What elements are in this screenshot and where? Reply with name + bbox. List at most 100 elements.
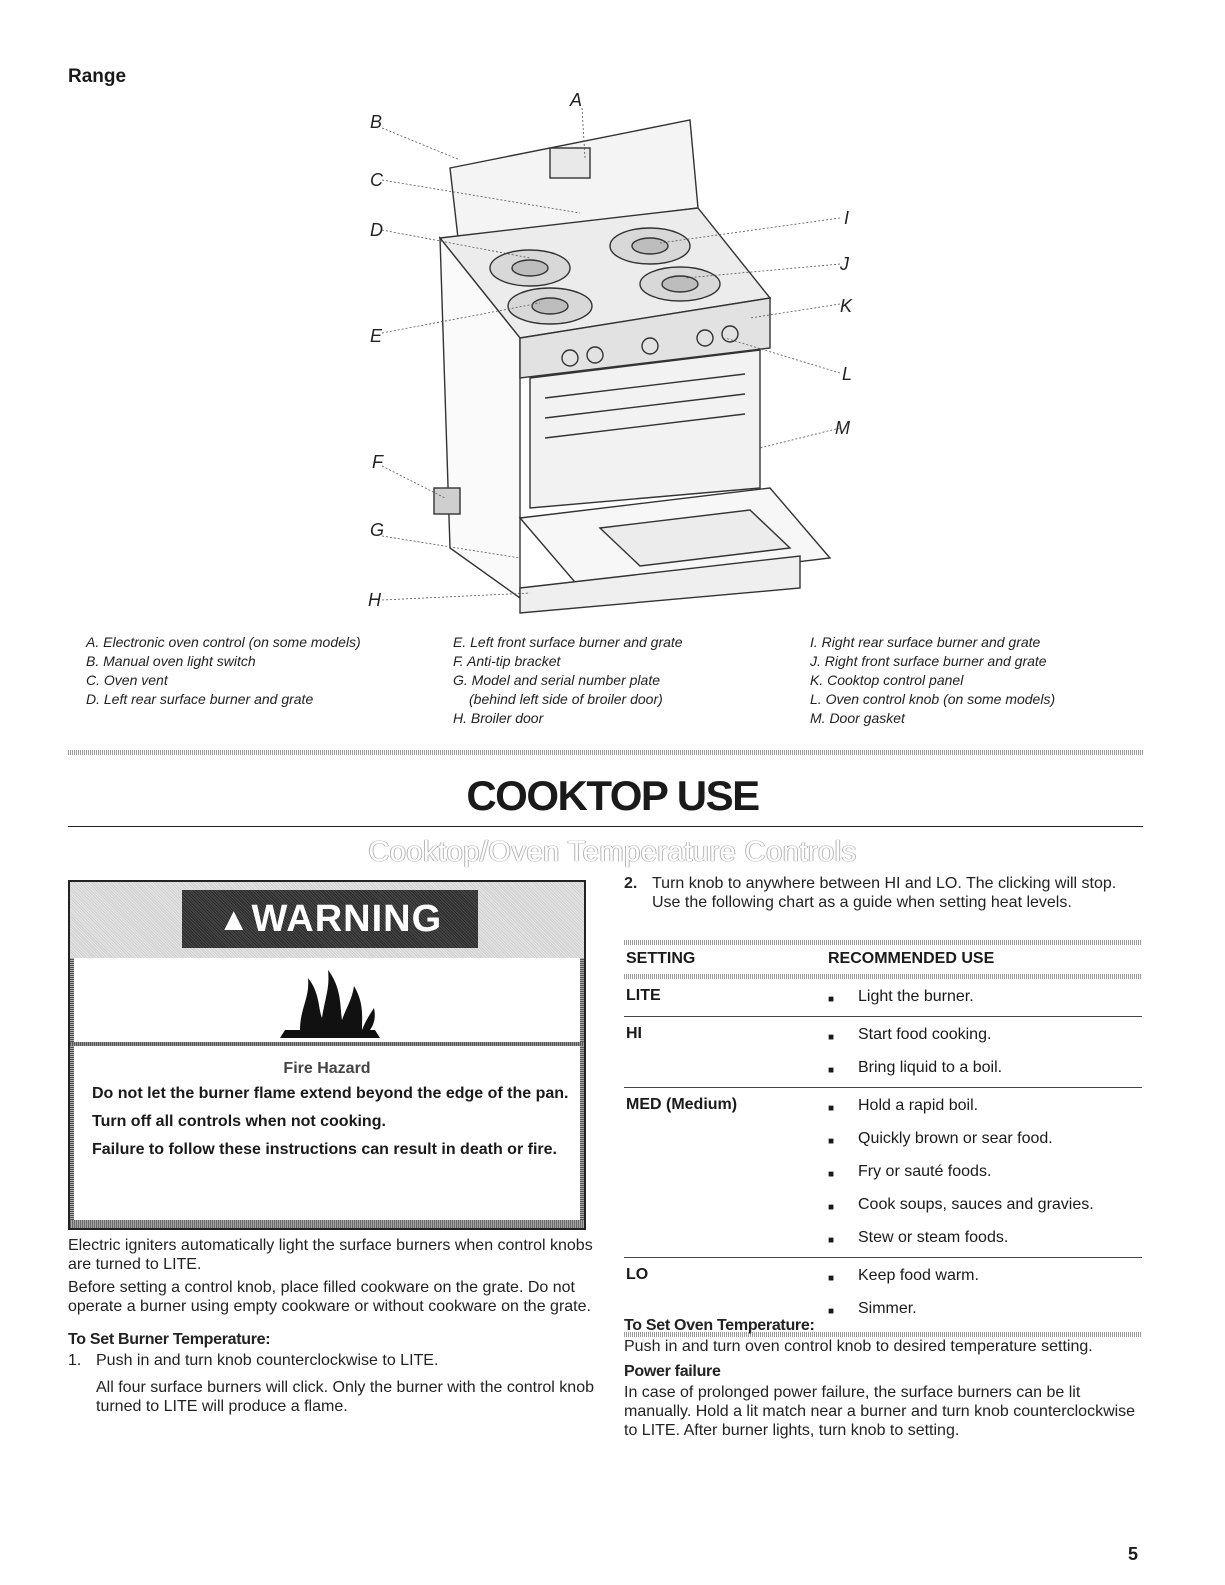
legend-item: M. Door gasket [810,710,905,726]
callout-l: L [842,364,852,384]
legend-item: D. Left rear surface burner and grate [86,691,314,707]
divider [68,750,1143,755]
use-text: Cook soups, sauces and gravies. [858,1196,1094,1213]
right-column: To Set Oven Temperature: Push in and tur… [624,1316,1144,1444]
use-item: ■Fry or sauté foods. [828,1162,1142,1185]
legend-column-2: E. Left front surface burner and grate F… [453,633,683,728]
legend-item: F. Anti-tip bracket [453,653,561,669]
callout-h: H [368,590,382,610]
warning-edge [70,1220,584,1228]
use-item: ■ Simmer. [828,1299,1142,1322]
use-text: Keep food warm. [858,1267,979,1284]
use-text: Light the burner. [858,988,974,1005]
step-number: 2. [624,875,638,892]
use-item: ■ Quickly brown or sear food. [828,1129,1142,1152]
step-note: All four surface burners will click. Onl… [96,1379,594,1415]
use-text: Bring liquid to a boil. [858,1059,1003,1076]
warning-label: WARNING [251,897,443,940]
use-text: Simmer. [858,1300,917,1317]
use-text: Fry or sauté foods. [858,1163,992,1180]
divider [624,1332,1142,1337]
bullet-icon: ■ [828,1065,835,1076]
paragraph: Push in and turn oven control knob to de… [624,1338,1093,1355]
step-1: 1. Push in and turn knob counterclockwis… [68,1351,598,1370]
legend-item: (behind left side of broiler door) [469,691,663,707]
use-item: ■ Keep food warm. [828,1266,1142,1289]
use-item: ■Start food cooking. [828,1025,1142,1048]
callout-g: G [370,520,384,540]
callout-m: M [835,418,850,438]
header-use: RECOMMENDED USE [828,950,995,967]
fire-hazard-icon [280,970,380,1038]
warning-instructions: Do not let the burner flame extend beyon… [92,1084,572,1168]
divider [624,974,1142,979]
divider [624,940,1142,945]
header-setting: SETTING [626,950,696,967]
use-text: Stew or steam foods. [858,1229,1009,1246]
callout-d: D [370,220,383,240]
table-header: SETTING RECOMMENDED USE [624,940,1142,974]
legend-item: J. Right front surface burner and grate [810,653,1047,669]
warning-box: ▲ WARNING Fire Hazard Do not let the bur… [68,880,586,1230]
heat-settings-table: SETTING RECOMMENDED USE LITE ■Light the … [624,940,1142,1337]
use-text: Quickly brown or sear food. [858,1130,1053,1147]
legend-item: G. Model and serial number plate [453,672,660,688]
left-column: Electric igniters automatically light th… [68,1236,598,1420]
use-item: ■ Cook soups, sauces and gravies. [828,1195,1142,1218]
divider [68,826,1143,827]
warning-line: Failure to follow these instructions can… [92,1141,557,1158]
page-number: 5 [1128,1544,1139,1564]
callout-j: J [839,254,850,274]
warning-divider [70,1042,584,1046]
warning-edge [580,958,584,1228]
use-item: ■ Stew or steam foods. [828,1228,1142,1251]
setting-cell: LO [626,1266,649,1283]
step-number: 1. [68,1352,82,1369]
setting-cell: MED (Medium) [626,1096,738,1113]
step-text: Turn knob to anywhere between HI and LO.… [652,875,1117,911]
range-diagram: A B C D E F G H I J K L M [368,90,853,614]
bullet-icon: ■ [828,1306,835,1317]
section-title: Range [68,66,127,87]
warning-triangle-icon: ▲ [217,900,250,937]
callout-k: K [840,296,853,316]
legend-item: C. Oven vent [86,672,168,688]
table-row: LO ■ Keep food warm. ■ Simmer. [624,1257,1142,1328]
callout-i: I [844,208,849,228]
legend-item: E. Left front surface burner and grate [453,634,683,650]
table-row: HI ■Start food cooking. ■Bring liquid to… [624,1016,1142,1087]
use-item: ■ Bring liquid to a boil. [828,1058,1142,1081]
legend-item: L. Oven control knob (on some models) [810,691,1056,707]
paragraph: In case of prolonged power failure, the … [624,1384,1136,1439]
warning-banner: ▲ WARNING [182,890,478,948]
callout-f: F [372,452,384,472]
table-row: MED (Medium) ■ Hold a rapid boil. ■ Quickl… [624,1087,1142,1257]
warning-edge [70,958,74,1228]
warning-line: Do not let the burner flame extend beyon… [92,1085,569,1102]
use-text: Hold a rapid boil. [858,1097,979,1114]
step-text: Push in and turn knob counterclockwise t… [96,1352,439,1369]
legend-column-1: A. Electronic oven control (on some mode… [86,633,361,709]
legend-item: I. Right rear surface burner and grate [810,634,1041,650]
legend-item: A. Electronic oven control (on some mode… [86,634,361,650]
page-title: COOKTOP USE [466,772,760,819]
subheading: Cooktop/Oven Temperature Controls [368,836,857,868]
callout-e: E [370,326,383,346]
use-item: ■Light the burner. [828,987,1142,1010]
bullet-icon: ■ [828,1103,835,1114]
bullet-icon: ■ [828,1235,835,1246]
step-2: 2. Turn knob to anywhere between HI and … [624,874,1144,912]
paragraph: Before setting a control knob, place fil… [68,1279,591,1315]
paragraph: Electric igniters automatically light th… [68,1237,593,1273]
bullet-icon: ■ [828,1202,835,1213]
bullet-icon: ■ [828,1136,835,1147]
hazard-title: Fire Hazard [283,1060,371,1077]
bullet-icon: ■ [828,1273,835,1284]
legend-item: B. Manual oven light switch [86,653,256,669]
power-heading: Power failure [624,1363,721,1380]
legend-item: K. Cooktop control panel [810,672,964,688]
callout-a: A [569,90,582,110]
callout-c: C [370,170,384,190]
oven-heading: To Set Oven Temperature: [624,1317,815,1334]
burner-heading: To Set Burner Temperature: [68,1331,271,1348]
